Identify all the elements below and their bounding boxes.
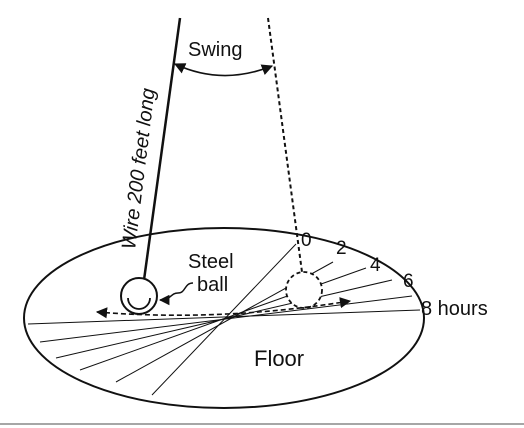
- wire-label: Wire 200 feet long: [118, 87, 160, 251]
- ball-pointer: [158, 282, 194, 306]
- wire-solid: [142, 17, 182, 281]
- steel-ball: [120, 277, 158, 315]
- wire-dashed: [267, 17, 303, 273]
- hour-label-4: 4: [370, 255, 381, 276]
- swing-label: Swing: [188, 39, 242, 61]
- floor-label: Floor: [254, 346, 304, 371]
- hour-label-2: 2: [336, 238, 347, 259]
- floor-swing-arrow: [95, 297, 352, 319]
- hour-label-6: 6: [403, 271, 414, 292]
- hour-label-0: 0: [301, 230, 312, 251]
- ball-label: ball: [197, 274, 228, 296]
- sweep-line-4: [39, 295, 413, 343]
- floor-ellipse: [23, 227, 425, 409]
- steel-label: Steel: [188, 251, 234, 273]
- swing-arrow: [173, 63, 274, 77]
- hour-label-8: 8 hours: [421, 298, 488, 320]
- ghost-ball: [285, 271, 323, 309]
